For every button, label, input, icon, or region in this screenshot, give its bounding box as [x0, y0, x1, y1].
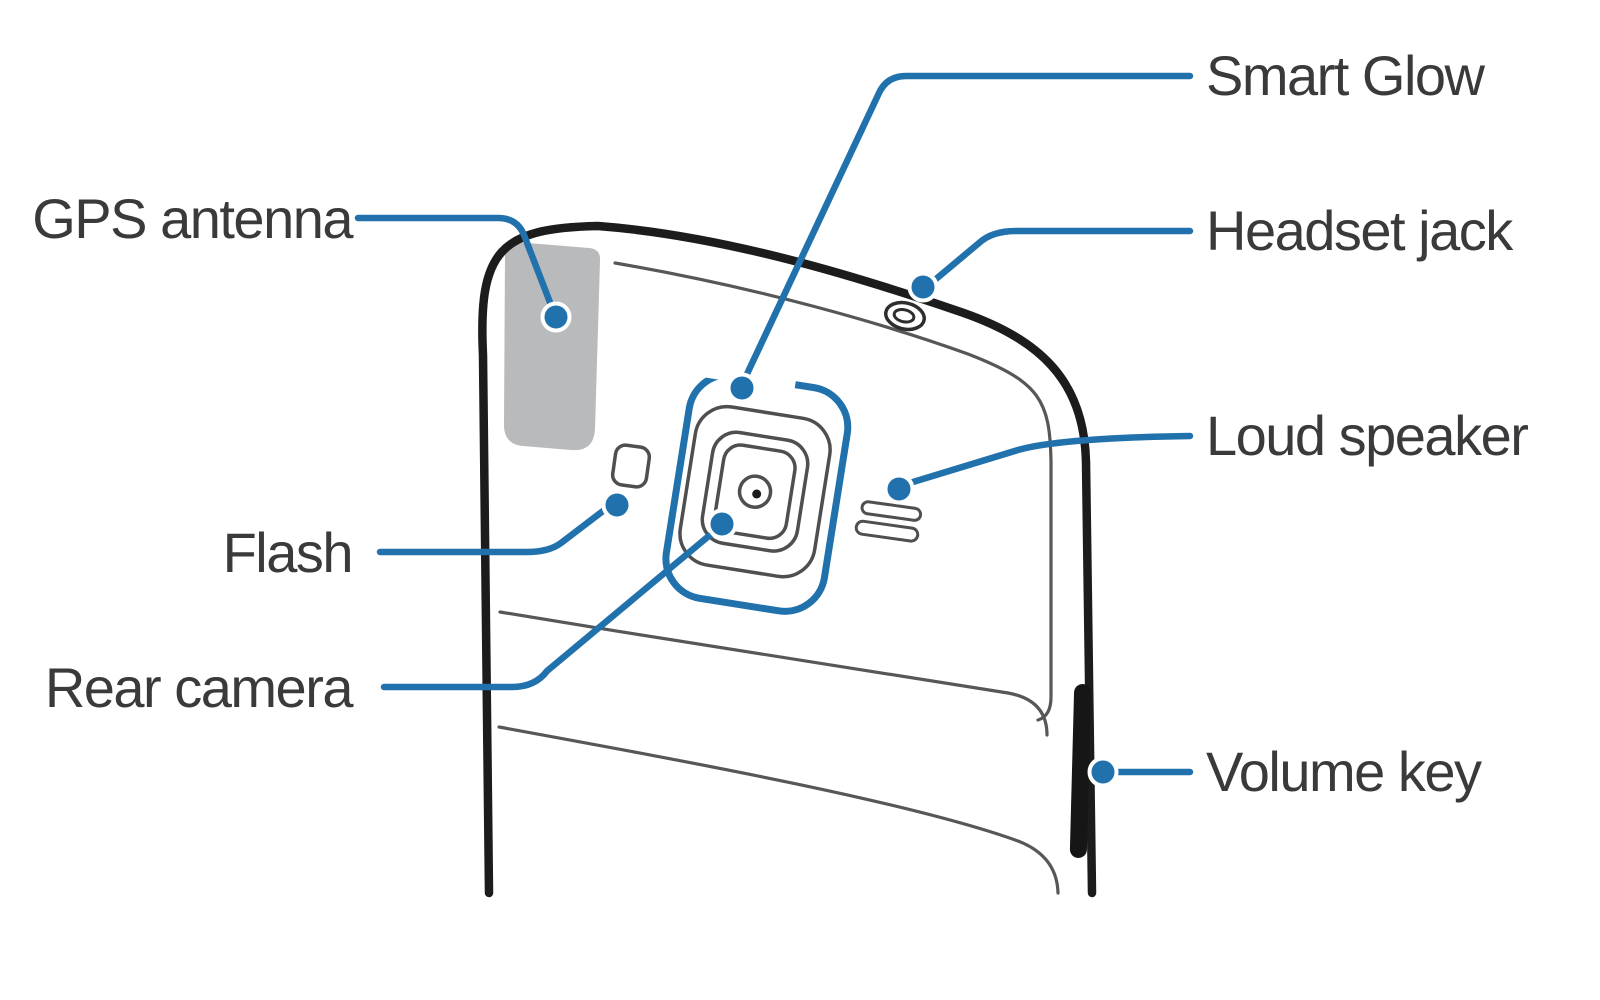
- label-flash: Flash: [222, 521, 354, 584]
- callout-line-loud-speaker: [909, 432, 1194, 486]
- callout-dot-gps-antenna: [540, 301, 572, 333]
- camera-bezel-inner: [713, 443, 797, 541]
- camera-bezel-middle: [700, 430, 810, 553]
- callout-dot-headset-jack: [907, 271, 939, 303]
- phone-outline: [478, 221, 1097, 898]
- headset-jack-opening: [884, 300, 926, 332]
- speaker-bar-top: [860, 500, 923, 522]
- label-smart-glow: Smart Glow: [1206, 44, 1485, 107]
- callout-line-gps-antenna: [354, 214, 555, 309]
- callout-dots: [540, 271, 1119, 788]
- label-volume-key: Volume key: [1206, 740, 1482, 803]
- speaker-bar-bottom: [854, 519, 920, 543]
- callout-dot-volume-key: [1087, 756, 1119, 788]
- rear-camera-lens-center: [752, 489, 762, 499]
- rear-camera-lens: [737, 474, 773, 509]
- camera-bezels: [678, 404, 832, 579]
- callout-line-headset-jack: [932, 227, 1194, 283]
- volume-key: [1069, 684, 1092, 858]
- callout-lines: [354, 72, 1194, 776]
- callout-line-smart-glow: [743, 72, 1194, 378]
- seam-line-top: [498, 610, 1049, 737]
- seam-line-bottom: [497, 725, 1060, 895]
- label-loud-speaker: Loud speaker: [1206, 404, 1529, 467]
- callout-dot-loud-speaker: [883, 473, 915, 505]
- label-headset-jack: Headset jack: [1206, 199, 1513, 262]
- loud-speaker-grille: [854, 500, 923, 543]
- callout-line-flash: [376, 507, 607, 556]
- headset-jack-inner-ring: [892, 308, 916, 324]
- camera-bezel-outer: [678, 404, 832, 579]
- label-rear-camera: Rear camera: [44, 656, 354, 719]
- label-gps-antenna: GPS antenna: [32, 187, 353, 250]
- callout-dot-flash: [601, 489, 633, 521]
- back-cover-lines: [497, 261, 1060, 895]
- flash-window: [610, 443, 652, 489]
- camera-cluster: [662, 363, 852, 615]
- gps-antenna-region: [503, 241, 601, 451]
- callout-dot-rear-camera: [706, 508, 738, 540]
- inner-top-line: [613, 261, 1053, 722]
- callout-dot-smart-glow: [726, 372, 758, 404]
- callout-line-rear-camera: [380, 531, 714, 691]
